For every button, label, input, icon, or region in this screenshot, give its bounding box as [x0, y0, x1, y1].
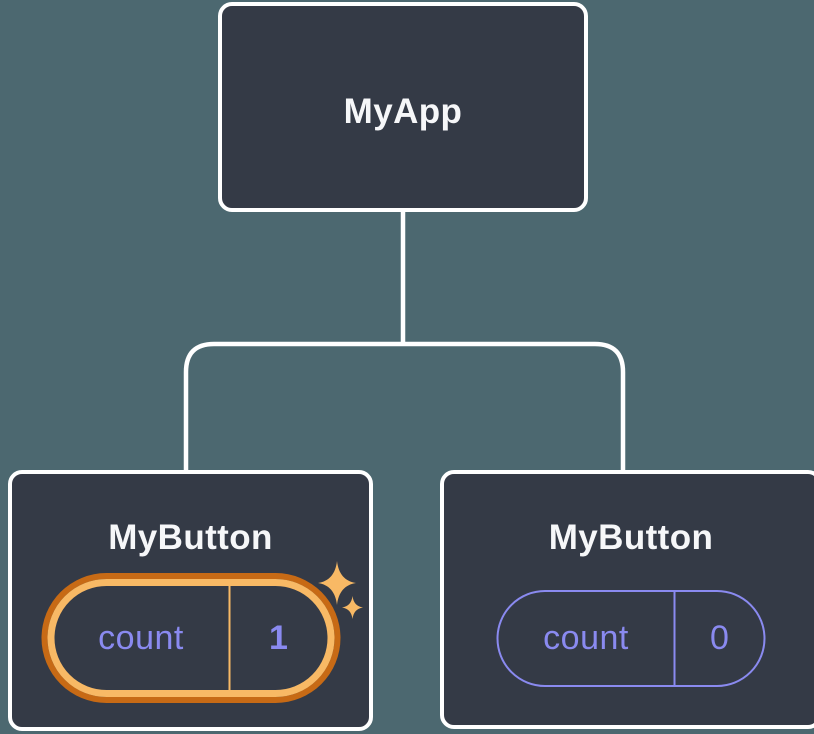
pill-divider [228, 586, 230, 690]
state-name-cell: count [499, 592, 674, 685]
child-node-mybutton-left: MyButton count 1 [8, 470, 373, 731]
state-value-cell: 0 [676, 592, 764, 685]
sparkle-icon [318, 561, 356, 605]
state-name-cell: count [54, 586, 228, 690]
state-value-label: 0 [710, 619, 729, 657]
state-name-label: count [98, 618, 184, 657]
state-value-cell: 1 [230, 586, 327, 690]
connector-branch-bracket [183, 341, 626, 472]
child-node-label: MyButton [108, 518, 273, 557]
state-name-label: count [543, 619, 629, 657]
pill-divider [673, 592, 676, 685]
state-pill-normal: count 0 [496, 590, 766, 687]
root-node-label: MyApp [343, 92, 463, 131]
sparkle-icon [342, 596, 363, 619]
state-pill-highlighted: count 1 [47, 579, 334, 697]
root-node-myapp: MyApp [218, 2, 588, 212]
child-node-label: MyButton [548, 518, 714, 557]
child-node-mybutton-right: MyButton count 0 [440, 470, 814, 729]
state-value-label: 1 [269, 618, 288, 657]
